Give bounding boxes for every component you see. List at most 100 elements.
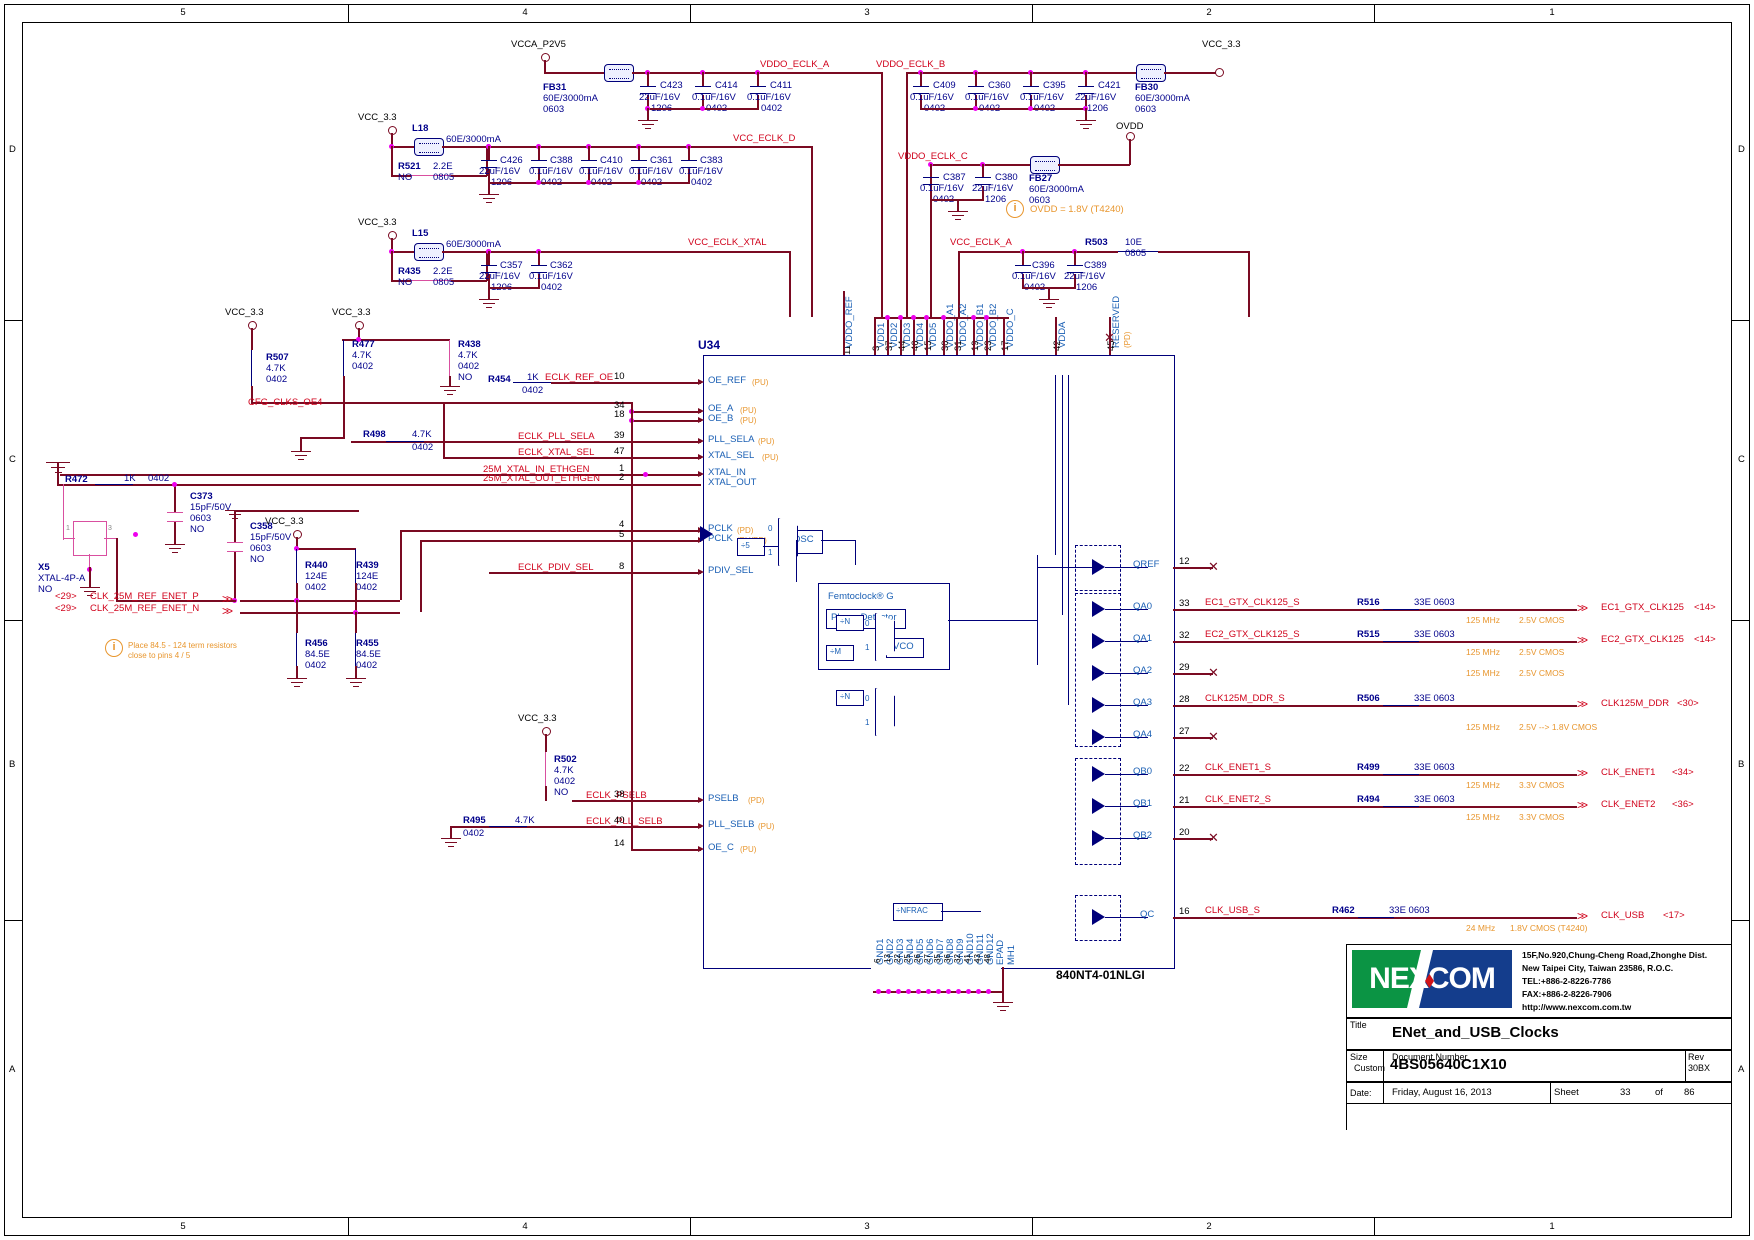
input-buffer-pclk <box>700 526 713 542</box>
wire <box>551 382 701 384</box>
resistor-r507-body <box>251 350 253 386</box>
ic-u34-part-number: 840NT4-01NLGI <box>1056 968 1145 982</box>
net-label-eclk-pll-sela: ECLK_PLL_SELA <box>518 431 595 442</box>
wire <box>986 317 988 355</box>
x5-ref: X5 <box>38 562 50 573</box>
r516-value: 33E 0603 <box>1414 597 1455 608</box>
u34-bottom-pin-num: 6 <box>873 958 882 963</box>
wire <box>355 612 357 633</box>
wire <box>638 169 640 183</box>
c387-ref: C387 <box>943 172 966 183</box>
zone-label-col: 2 <box>1206 7 1212 18</box>
junction <box>976 989 981 994</box>
divm-block <box>826 645 854 661</box>
u34-bottom-pin-num: 27 <box>923 954 932 963</box>
wire <box>57 484 95 486</box>
u34-bottom-pin-num: 26 <box>913 954 922 963</box>
date-label: Date: <box>1350 1088 1372 1098</box>
junction <box>936 989 941 994</box>
r521-ref: R521 <box>398 161 421 172</box>
qa2-freq: 125 MHz <box>1466 668 1501 678</box>
u34-pin-name: OE_B <box>708 413 734 424</box>
l18-ref: L18 <box>412 123 429 134</box>
wire <box>489 572 701 574</box>
x5-value: XTAL-4P-A <box>38 573 86 584</box>
wire <box>1085 72 1087 86</box>
wire <box>89 567 91 587</box>
wire <box>488 146 490 160</box>
wire <box>1173 705 1577 707</box>
u34-pin-tag: (PU) <box>740 406 757 415</box>
wire <box>450 826 701 828</box>
pin-arrow <box>698 379 704 385</box>
capacitor-c421-plate <box>1078 86 1094 87</box>
wire-internal <box>855 540 857 565</box>
resistor-r462-body <box>1358 917 1394 919</box>
u34-bottom-pin-num: 35 <box>933 954 942 963</box>
u34-output-pin: 16 <box>1179 906 1190 917</box>
u34-pin-num: 4 <box>619 519 625 530</box>
c409-ref: C409 <box>933 80 956 91</box>
wire <box>1085 95 1087 109</box>
wire <box>391 238 393 252</box>
capacitor-c411-plate <box>750 86 766 87</box>
zone-label-col: 3 <box>864 1221 870 1232</box>
capacitor-c414-plate <box>695 86 711 87</box>
signal-arrow-out: >> <box>1577 601 1588 615</box>
signal-arrow-out: >> <box>1577 909 1588 923</box>
wire <box>450 826 452 838</box>
wire-internal <box>1105 917 1148 919</box>
zone-label-row: B <box>1738 759 1745 770</box>
power-port-vcc33-top <box>1215 68 1224 77</box>
pin-arrow <box>698 823 704 829</box>
zone-tick <box>1032 4 1033 22</box>
wire <box>300 437 302 451</box>
docnum-label: Document Number <box>1392 1052 1468 1062</box>
capacitor-c387-plate <box>923 177 939 178</box>
wire-internal <box>1105 567 1148 569</box>
wire <box>538 169 540 183</box>
u34-pin-name: OE_A <box>708 403 734 414</box>
title-label: Title <box>1350 1020 1367 1030</box>
net-label-vcc33-r477: VCC_3.3 <box>332 307 371 318</box>
company-website: http://www.nexcom.com.tw <box>1522 1002 1632 1012</box>
wire-internal <box>821 540 856 542</box>
u34-pin-num: 1 <box>619 463 625 474</box>
wire-internal <box>1037 555 1039 665</box>
net-label-vcc33-r502: VCC_3.3 <box>518 713 557 724</box>
wire <box>594 540 701 542</box>
capacitor-c373-plate <box>167 521 183 522</box>
wire <box>116 538 118 600</box>
u34-pin-name: XTAL_SEL <box>708 450 755 461</box>
gnd-bus-area <box>871 966 1001 992</box>
wire <box>351 441 701 443</box>
wire <box>631 420 701 422</box>
wire <box>60 484 701 486</box>
wire <box>240 612 400 614</box>
capacitor-c395-plate <box>1023 86 1039 87</box>
net-label-eclk-pll-selb: ECLK_PLL_SELB <box>586 816 663 827</box>
u34-output-pin: 20 <box>1179 827 1190 838</box>
wire <box>234 510 236 542</box>
wire <box>906 72 1136 74</box>
wire <box>538 146 540 160</box>
capacitor-c395-plate <box>1023 93 1039 94</box>
power-port-ovdd <box>1126 132 1135 141</box>
date-value: Friday, August 16, 2013 <box>1392 1087 1492 1098</box>
c426-ref: C426 <box>500 155 523 166</box>
c414-ref: C414 <box>715 80 738 91</box>
qb1-dest: CLK_ENET2 <box>1601 799 1656 810</box>
wire <box>538 251 540 265</box>
wire <box>296 600 298 633</box>
wire <box>544 72 604 74</box>
wire <box>342 339 450 341</box>
capacitor-c387-plate <box>923 184 939 185</box>
l15-ref: L15 <box>412 228 429 239</box>
divn2-block <box>836 690 864 706</box>
net-label-clk-enet1: CLK_ENET1_S <box>1205 762 1272 773</box>
c426-value: 22uF/16V <box>479 166 521 177</box>
wire <box>1002 967 1004 1002</box>
resistor-r456-body <box>296 632 298 666</box>
divm-label: ÷M <box>830 647 842 656</box>
c373-no: NO <box>190 524 205 535</box>
